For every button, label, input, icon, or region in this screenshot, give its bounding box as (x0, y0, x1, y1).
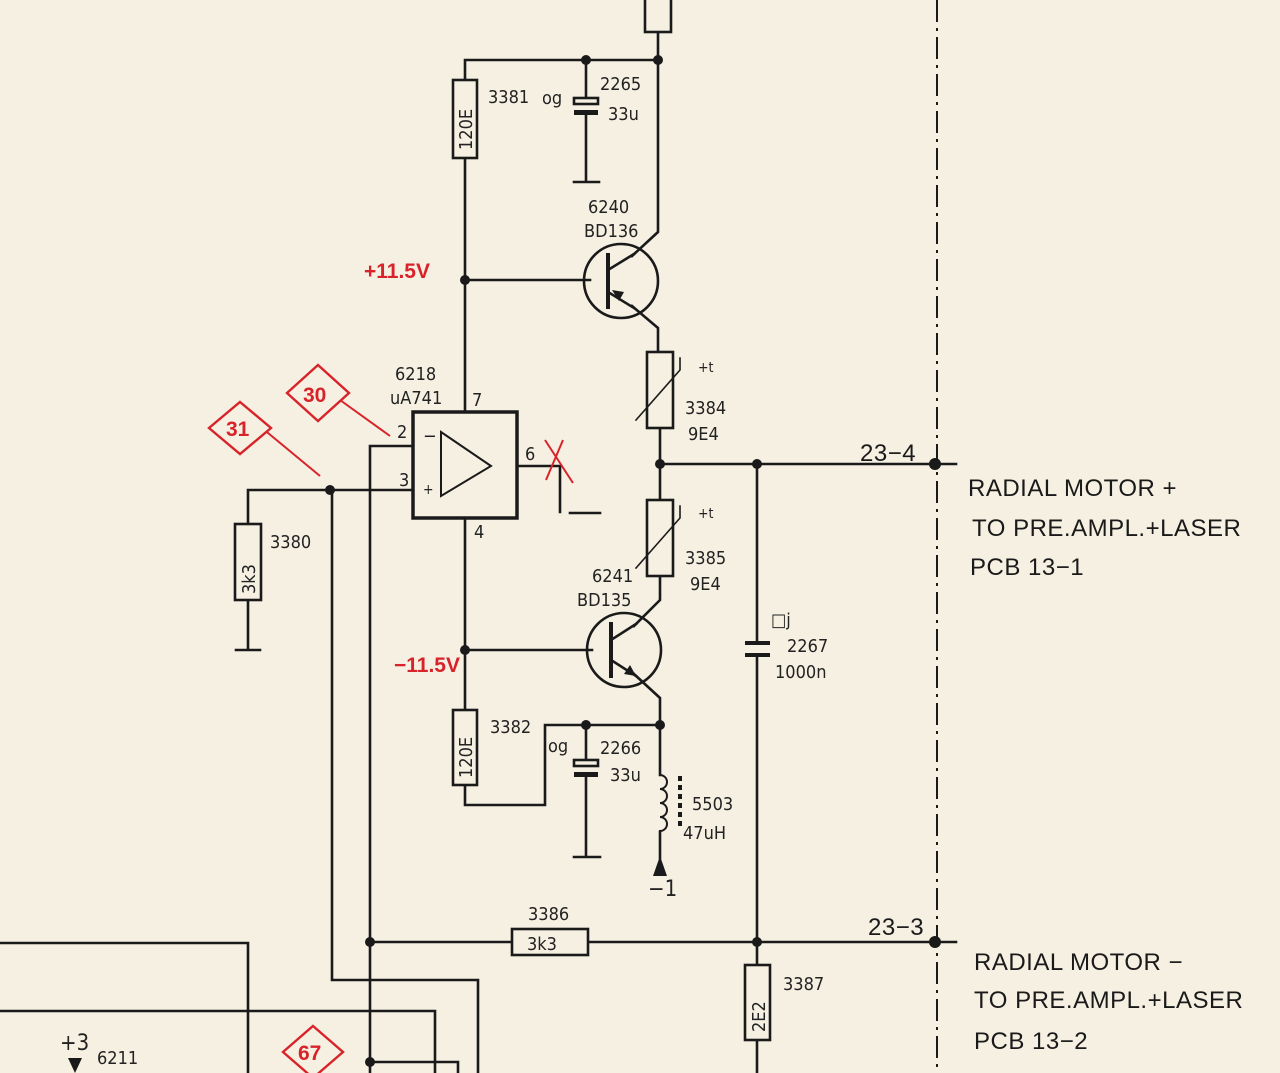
svg-text:3380: 3380 (270, 532, 311, 553)
svg-text:2266: 2266 (600, 738, 641, 759)
resistor-top-partial (643, 0, 673, 34)
svg-text:120E: 120E (456, 737, 477, 778)
svg-text:2267: 2267 (787, 636, 828, 657)
resistor-3381: 120E 3381 (451, 78, 529, 160)
thermistor-3385: +t 3385 9E4 (634, 498, 726, 595)
svg-text:9E4: 9E4 (690, 574, 721, 595)
svg-text:5503: 5503 (692, 794, 733, 815)
svg-text:67: 67 (298, 1042, 321, 1065)
svg-text:3k3: 3k3 (527, 934, 557, 955)
svg-text:2: 2 (397, 422, 407, 443)
svg-text:PCB 13−2: PCB 13−2 (974, 1028, 1088, 1055)
svg-text:og: og (542, 88, 562, 109)
capacitor-2267: □j 2267 1000n (745, 610, 828, 683)
svg-text:33u: 33u (608, 104, 639, 125)
svg-text:RADIAL MOTOR +: RADIAL MOTOR + (968, 475, 1177, 502)
svg-text:6: 6 (525, 444, 535, 465)
svg-text:23−3: 23−3 (868, 914, 924, 941)
svg-text:3385: 3385 (685, 548, 726, 569)
svg-text:+t: +t (698, 360, 714, 376)
junction-dots (325, 55, 941, 1067)
svg-text:+3: +3 (60, 1031, 89, 1056)
svg-text:3k3: 3k3 (239, 564, 260, 594)
svg-text:6240: 6240 (588, 197, 629, 218)
svg-text:31: 31 (226, 418, 250, 441)
inductor-5503: 5503 47uH −1 (648, 773, 733, 902)
svg-text:3: 3 (399, 470, 409, 491)
testpoint-marker-30: 30 (285, 363, 391, 437)
capacitor-2266: og 2266 33u (548, 736, 641, 786)
supply-label-neg: −11.5V (394, 654, 460, 677)
resistor-3382: 120E 3382 (451, 708, 531, 787)
svg-text:3381: 3381 (488, 87, 529, 108)
connector-23-3: 23−3 RADIAL MOTOR − TO PRE.AMPL.+LASER P… (868, 914, 1243, 1055)
transistor-6240: 6240 BD136 (582, 197, 660, 320)
svg-text:RADIAL MOTOR −: RADIAL MOTOR − (974, 949, 1183, 976)
svg-text:BD136: BD136 (584, 221, 638, 242)
supply-label-pos: +11.5V (364, 260, 430, 283)
svg-text:9E4: 9E4 (688, 424, 719, 445)
svg-text:2265: 2265 (600, 74, 641, 95)
testpoint-marker-31: 31 (207, 400, 321, 477)
svg-text:og: og (548, 736, 568, 757)
svg-text:uA741: uA741 (390, 388, 442, 409)
svg-text:3386: 3386 (528, 904, 569, 925)
cross-mark-icon (544, 439, 574, 484)
svg-text:□j: □j (771, 610, 791, 631)
svg-text:33u: 33u (610, 765, 641, 786)
svg-text:−: − (423, 426, 437, 447)
svg-text:3384: 3384 (685, 398, 726, 419)
svg-text:3387: 3387 (783, 974, 824, 995)
svg-text:TO PRE.AMPL.+LASER: TO PRE.AMPL.+LASER (974, 987, 1243, 1014)
svg-text:3382: 3382 (490, 717, 531, 738)
connector-23-4: 23−4 RADIAL MOTOR + TO PRE.AMPL.+LASER P… (860, 440, 1241, 581)
svg-text:+: + (423, 482, 434, 498)
ic-6211-partial: +3 6211 (60, 1031, 138, 1073)
svg-text:BD135: BD135 (577, 590, 631, 611)
transistor-6241: 6241 BD135 (577, 566, 663, 689)
svg-text:47uH: 47uH (683, 823, 726, 844)
svg-text:6241: 6241 (592, 566, 633, 587)
svg-text:−1: −1 (648, 877, 677, 902)
thermistor-3384: +t 3384 9E4 (634, 350, 726, 445)
resistor-3386: 3k3 3386 (510, 904, 590, 957)
capacitor-2265: og 2265 33u (542, 74, 641, 125)
svg-text:7: 7 (472, 390, 482, 411)
svg-text:23−4: 23−4 (860, 440, 916, 467)
svg-text:6211: 6211 (97, 1048, 138, 1069)
resistor-3387: 2E2 3387 (743, 963, 824, 1042)
svg-text:TO PRE.AMPL.+LASER: TO PRE.AMPL.+LASER (972, 515, 1241, 542)
svg-text:+t: +t (698, 506, 714, 522)
opamp-6218: − + 2 3 4 6 7 6218 uA741 (390, 364, 535, 543)
svg-text:1000n: 1000n (775, 662, 826, 683)
svg-text:4: 4 (474, 522, 484, 543)
svg-text:6218: 6218 (395, 364, 436, 385)
resistor-3380: 3k3 3380 (233, 522, 311, 602)
svg-text:2E2: 2E2 (749, 1001, 770, 1032)
svg-text:120E: 120E (456, 109, 477, 150)
testpoint-marker-67: 67 (281, 1024, 345, 1073)
svg-text:PCB 13−1: PCB 13−1 (970, 554, 1084, 581)
svg-text:30: 30 (303, 384, 326, 407)
